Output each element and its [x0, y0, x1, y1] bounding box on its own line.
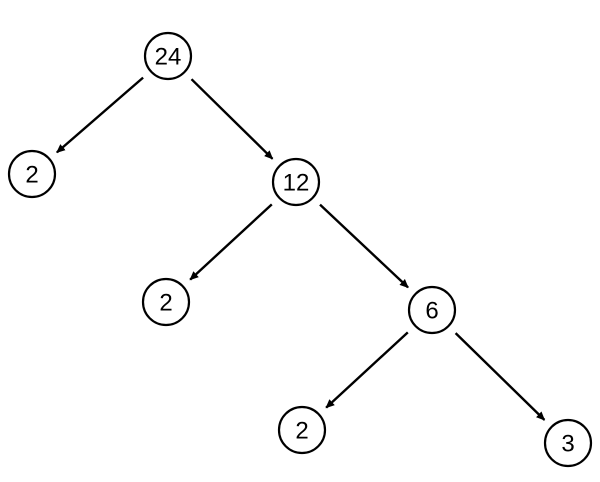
edge-arrow-n12-to-n6 [319, 203, 409, 289]
tree-node-n2c: 2 [277, 405, 327, 455]
node-circle [7, 149, 57, 199]
tree-node-n3: 3 [543, 418, 593, 468]
edge-arrow-n24-to-n12 [190, 78, 274, 160]
nodes-layer: 24 2 12 2 6 2 3 [7, 31, 593, 468]
tree-node-n2b: 2 [141, 277, 191, 327]
node-circle [143, 31, 193, 81]
edges-layer [56, 76, 546, 421]
tree-node-n2a: 2 [7, 149, 57, 199]
node-circle [277, 405, 327, 455]
edge-arrow-n12-to-n2b [189, 203, 273, 281]
node-circle [141, 277, 191, 327]
node-circle [407, 285, 457, 335]
node-label: 24 [155, 44, 182, 71]
node-label: 2 [295, 418, 308, 445]
edge-arrow-n24-to-n2a [56, 76, 144, 154]
node-label: 3 [561, 431, 574, 458]
node-label: 2 [25, 162, 38, 189]
tree-node-n12: 12 [271, 157, 321, 207]
edge-arrow-n6-to-n3 [454, 332, 546, 421]
tree-node-n6: 6 [407, 285, 457, 335]
node-label: 6 [425, 298, 438, 325]
node-circle [543, 418, 593, 468]
tree-node-n24: 24 [143, 31, 193, 81]
node-label: 2 [159, 290, 172, 317]
edge-arrow-n6-to-n2c [325, 331, 409, 409]
node-label: 12 [283, 170, 310, 197]
node-circle [271, 157, 321, 207]
